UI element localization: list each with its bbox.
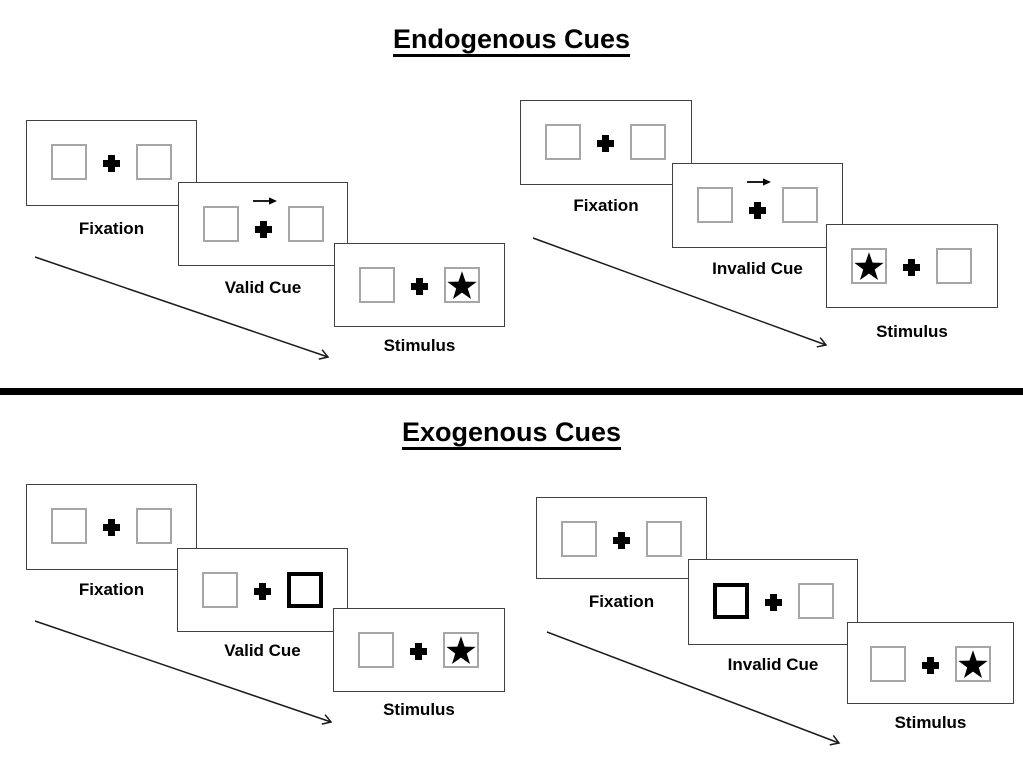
fixation-cross-icon [103,155,120,172]
screen-stimulus [334,243,505,327]
exogenous-cue-box-right [287,572,323,608]
placeholder-box-right [444,267,480,303]
star-icon [854,252,884,281]
placeholder-box-right [782,187,818,223]
placeholder-box-right [136,508,172,544]
screen-label: Stimulus [894,713,967,732]
placeholder-box-left [870,646,906,682]
screen-label: Fixation [588,592,655,611]
placeholder-box-left [358,632,394,668]
star-icon [446,636,476,665]
timeline-arrow [546,631,841,746]
placeholder-box-left [203,206,239,242]
fixation-cross-icon [749,202,766,219]
fixation-cross-icon [922,657,939,674]
fixation-cross-icon [765,594,782,611]
fixation-cross-icon [597,135,614,152]
screen-label: Invalid Cue [712,259,803,278]
placeholder-box-right [288,206,324,242]
fixation-cross-icon [254,583,271,600]
star-icon [447,271,477,300]
screen-stimulus [333,608,505,692]
fixation-cross-icon [255,221,272,238]
placeholder-box-left [51,508,87,544]
placeholder-box-right [955,646,991,682]
screen-label: Invalid Cue [727,655,819,674]
screen-stimulus [847,622,1014,704]
timeline-arrow [34,256,330,360]
placeholder-box-right [798,583,834,619]
screen-label: Fixation [573,196,639,215]
placeholder-box-right [136,144,172,180]
cue-arrow-right-icon [253,197,277,205]
placeholder-box-left [561,521,597,557]
placeholder-box-left [851,248,887,284]
screen-label: Stimulus [383,700,455,719]
screen-stimulus [826,224,998,308]
section-title-endogenous: Endogenous Cues [392,24,630,54]
star-icon [958,650,988,679]
placeholder-box-left [545,124,581,160]
placeholder-box-right [443,632,479,668]
timeline-arrow [532,237,828,348]
fixation-cross-icon [613,532,630,549]
screen-label: Valid Cue [224,641,301,660]
screen-label: Stimulus [876,322,948,341]
screen-fixation [26,484,197,570]
exogenous-cue-box-left [713,583,749,619]
section-divider [0,388,1023,395]
screen-valid-cue [178,182,348,266]
screen-invalid-cue [688,559,858,645]
cue-arrow-right-icon [747,178,771,186]
screen-fixation [520,100,692,185]
screen-label: Fixation [78,580,145,599]
fixation-cross-icon [103,519,120,536]
placeholder-box-right [646,521,682,557]
fixation-cross-icon [410,643,427,660]
placeholder-box-left [359,267,395,303]
screen-label: Fixation [78,219,145,238]
screen-fixation [536,497,707,579]
fixation-cross-icon [903,259,920,276]
fixation-cross-icon [411,278,428,295]
screen-invalid-cue [672,163,843,248]
screen-fixation [26,120,197,206]
placeholder-box-left [202,572,238,608]
screen-label: Stimulus [383,336,456,355]
placeholder-box-left [697,187,733,223]
timeline-arrow [34,620,333,725]
placeholder-box-right [936,248,972,284]
section-title-exogenous: Exogenous Cues [401,417,622,447]
screen-valid-cue [177,548,348,632]
screen-label: Valid Cue [224,278,302,297]
placeholder-box-right [630,124,666,160]
placeholder-box-left [51,144,87,180]
